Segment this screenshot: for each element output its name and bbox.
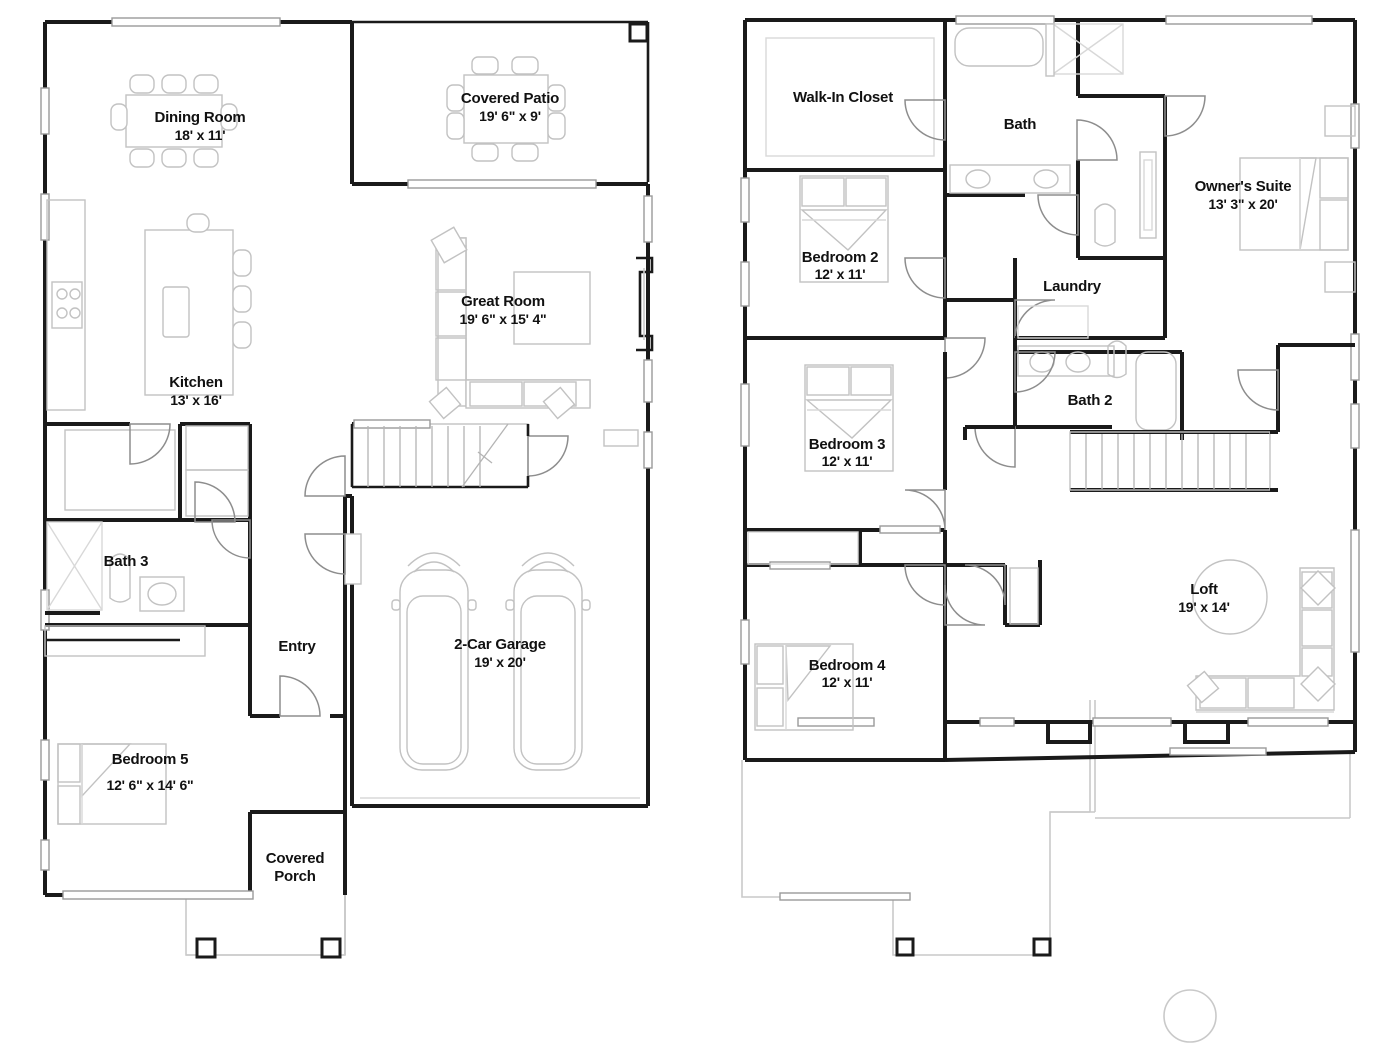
svg-text:13' x 16': 13' x 16' xyxy=(170,392,222,408)
svg-text:Covered: Covered xyxy=(266,850,325,867)
floor1-interior-walls xyxy=(44,422,362,718)
svg-text:Bedroom 2: Bedroom 2 xyxy=(802,249,879,266)
label-dining-room: Dining Room 18' x 11' xyxy=(154,109,245,143)
bedroom5-furniture xyxy=(57,743,167,825)
label-loft: Loft 19' x 14' xyxy=(1178,581,1230,615)
svg-text:Porch: Porch xyxy=(274,868,316,885)
label-bath: Bath xyxy=(1004,116,1037,133)
floor-1-group: Dining Room 18' x 11' Covered Patio 19' … xyxy=(40,17,654,959)
label-bath-3: Bath 3 xyxy=(104,553,149,570)
floor2-staircase xyxy=(1069,343,1355,492)
bedroom4-area xyxy=(754,560,1042,731)
svg-text:19' x 20': 19' x 20' xyxy=(474,654,526,670)
label-bedroom-5: Bedroom 5 12' 6" x 14' 6" xyxy=(107,751,194,793)
label-bedroom-2: Bedroom 2 12' x 11' xyxy=(802,249,879,282)
bedroom3-area xyxy=(745,352,947,570)
svg-text:12' 6" x 14' 6": 12' 6" x 14' 6" xyxy=(107,777,194,793)
bedroom2-area xyxy=(745,175,1167,379)
svg-text:12' x 11': 12' x 11' xyxy=(815,266,866,282)
floor1-staircase xyxy=(350,419,639,489)
label-bedroom-3: Bedroom 3 12' x 11' xyxy=(809,436,886,469)
svg-text:Bath: Bath xyxy=(1004,116,1037,133)
floor-2-group: Walk-In Closet Bath Owner's Suite 13' 3"… xyxy=(740,15,1360,1043)
svg-text:Bedroom 4: Bedroom 4 xyxy=(809,657,886,674)
svg-text:Bath 3: Bath 3 xyxy=(104,553,149,570)
svg-text:Owner's Suite: Owner's Suite xyxy=(1195,178,1292,195)
svg-text:Entry: Entry xyxy=(278,638,316,655)
svg-text:Walk-In Closet: Walk-In Closet xyxy=(793,89,893,106)
label-bedroom-4: Bedroom 4 12' x 11' xyxy=(809,657,887,690)
svg-text:Bath 2: Bath 2 xyxy=(1068,392,1113,409)
patio-table-furniture xyxy=(446,56,566,162)
svg-text:13' 3" x 20': 13' 3" x 20' xyxy=(1208,196,1277,212)
floor2-labels: Walk-In Closet Bath Owner's Suite 13' 3"… xyxy=(793,89,1292,690)
svg-text:18' x 11': 18' x 11' xyxy=(175,127,226,143)
svg-text:Bedroom 5: Bedroom 5 xyxy=(112,751,189,768)
owners-suite-furniture xyxy=(1239,105,1356,293)
floor1-labels: Dining Room 18' x 11' Covered Patio 19' … xyxy=(104,90,560,885)
floor2-exterior-walls xyxy=(743,18,1357,762)
label-kitchen: Kitchen 13' x 16' xyxy=(169,374,223,408)
walk-in-closet-area xyxy=(745,20,947,172)
svg-text:Dining Room: Dining Room xyxy=(154,109,245,126)
label-great-room: Great Room 19' 6" x 15' 4" xyxy=(460,293,547,327)
svg-text:2-Car Garage: 2-Car Garage xyxy=(454,636,546,653)
svg-text:Loft: Loft xyxy=(1190,581,1218,598)
svg-text:Laundry: Laundry xyxy=(1043,278,1102,295)
label-entry: Entry xyxy=(278,638,316,655)
garage-cars xyxy=(360,552,640,799)
great-room-furniture xyxy=(428,226,591,420)
label-covered-porch: Covered Porch xyxy=(266,850,325,885)
label-owners-suite: Owner's Suite 13' 3" x 20' xyxy=(1195,178,1292,212)
svg-text:12' x 11': 12' x 11' xyxy=(822,674,873,690)
porch-columns xyxy=(195,937,342,959)
svg-text:12' x 11': 12' x 11' xyxy=(822,453,873,469)
svg-text:Kitchen: Kitchen xyxy=(169,374,223,391)
kitchen-furniture xyxy=(46,199,252,411)
label-two-car-garage: 2-Car Garage 19' x 20' xyxy=(454,636,546,670)
svg-text:19' x 14': 19' x 14' xyxy=(1178,599,1230,615)
dining-table-furniture xyxy=(110,74,238,168)
svg-text:Covered Patio: Covered Patio xyxy=(461,90,559,107)
loft-furniture xyxy=(1186,559,1336,713)
label-covered-patio: Covered Patio 19' 6" x 9' xyxy=(461,90,559,124)
owners-bath-area xyxy=(943,20,1206,260)
bath2-area xyxy=(963,338,1184,468)
svg-text:19' 6" x 15' 4": 19' 6" x 15' 4" xyxy=(460,311,547,327)
label-bath-2: Bath 2 xyxy=(1068,392,1113,409)
svg-text:Bedroom 3: Bedroom 3 xyxy=(809,436,886,453)
floor1-windows xyxy=(40,17,654,900)
label-walk-in-closet: Walk-In Closet xyxy=(793,89,893,106)
floor2-windows xyxy=(740,15,1360,756)
label-laundry: Laundry xyxy=(1043,278,1102,295)
sliding-door-great-room xyxy=(636,256,654,352)
svg-text:19' 6" x 9': 19' 6" x 9' xyxy=(479,108,541,124)
svg-text:Great Room: Great Room xyxy=(461,293,545,310)
